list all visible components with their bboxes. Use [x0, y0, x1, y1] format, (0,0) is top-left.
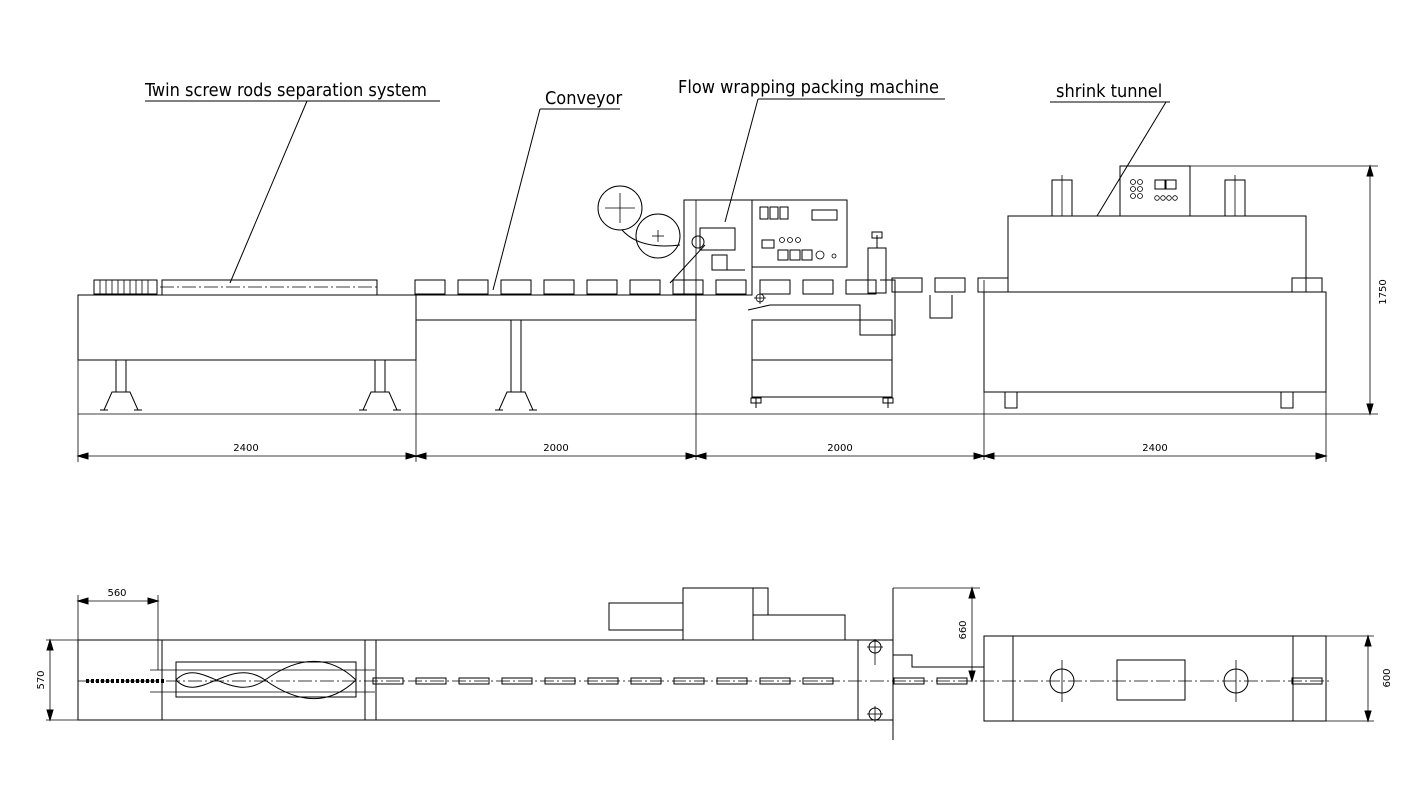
flow-wrapper-side — [597, 185, 953, 408]
dim-600: 600 — [1382, 668, 1393, 687]
side-view: 2400 2000 2000 2400 1750 — [76, 164, 1389, 462]
side-dimensions: 2400 2000 2000 2400 1750 — [76, 164, 1389, 462]
dim-2400-right: 2400 — [1142, 443, 1167, 454]
label-shrink-tunnel: shrink tunnel — [1050, 81, 1170, 217]
product-line-top — [86, 677, 1323, 685]
label-conveyor-text: Conveyor — [545, 88, 623, 109]
label-conveyor: Conveyor — [492, 88, 623, 291]
shrink-tunnel-side — [983, 165, 1327, 460]
dim-2000-right: 2000 — [827, 443, 852, 454]
label-separation-text: Twin screw rods separation system — [144, 80, 427, 101]
dim-570: 570 — [36, 670, 47, 689]
product-packs — [93, 277, 1323, 295]
dim-height-1750: 1750 — [1378, 279, 1389, 304]
label-separation-system: Twin screw rods separation system — [144, 80, 440, 284]
top-view: 560 570 660 600 — [36, 586, 1393, 740]
label-shrink-tunnel-text: shrink tunnel — [1056, 81, 1162, 102]
top-dimensions: 560 570 660 600 — [36, 586, 1393, 723]
separation-system-side — [77, 279, 417, 411]
shrink-tunnel-top — [983, 635, 1327, 722]
label-flow-wrapper-text: Flow wrapping packing machine — [678, 77, 939, 98]
dim-2000-left: 2000 — [543, 443, 568, 454]
label-flow-wrapper: Flow wrapping packing machine — [678, 77, 945, 223]
dim-2400-left: 2400 — [233, 443, 258, 454]
dim-560: 560 — [107, 588, 126, 599]
flow-wrapper-top — [375, 587, 984, 740]
dim-660: 660 — [958, 620, 969, 639]
conveyor-side — [415, 200, 697, 460]
